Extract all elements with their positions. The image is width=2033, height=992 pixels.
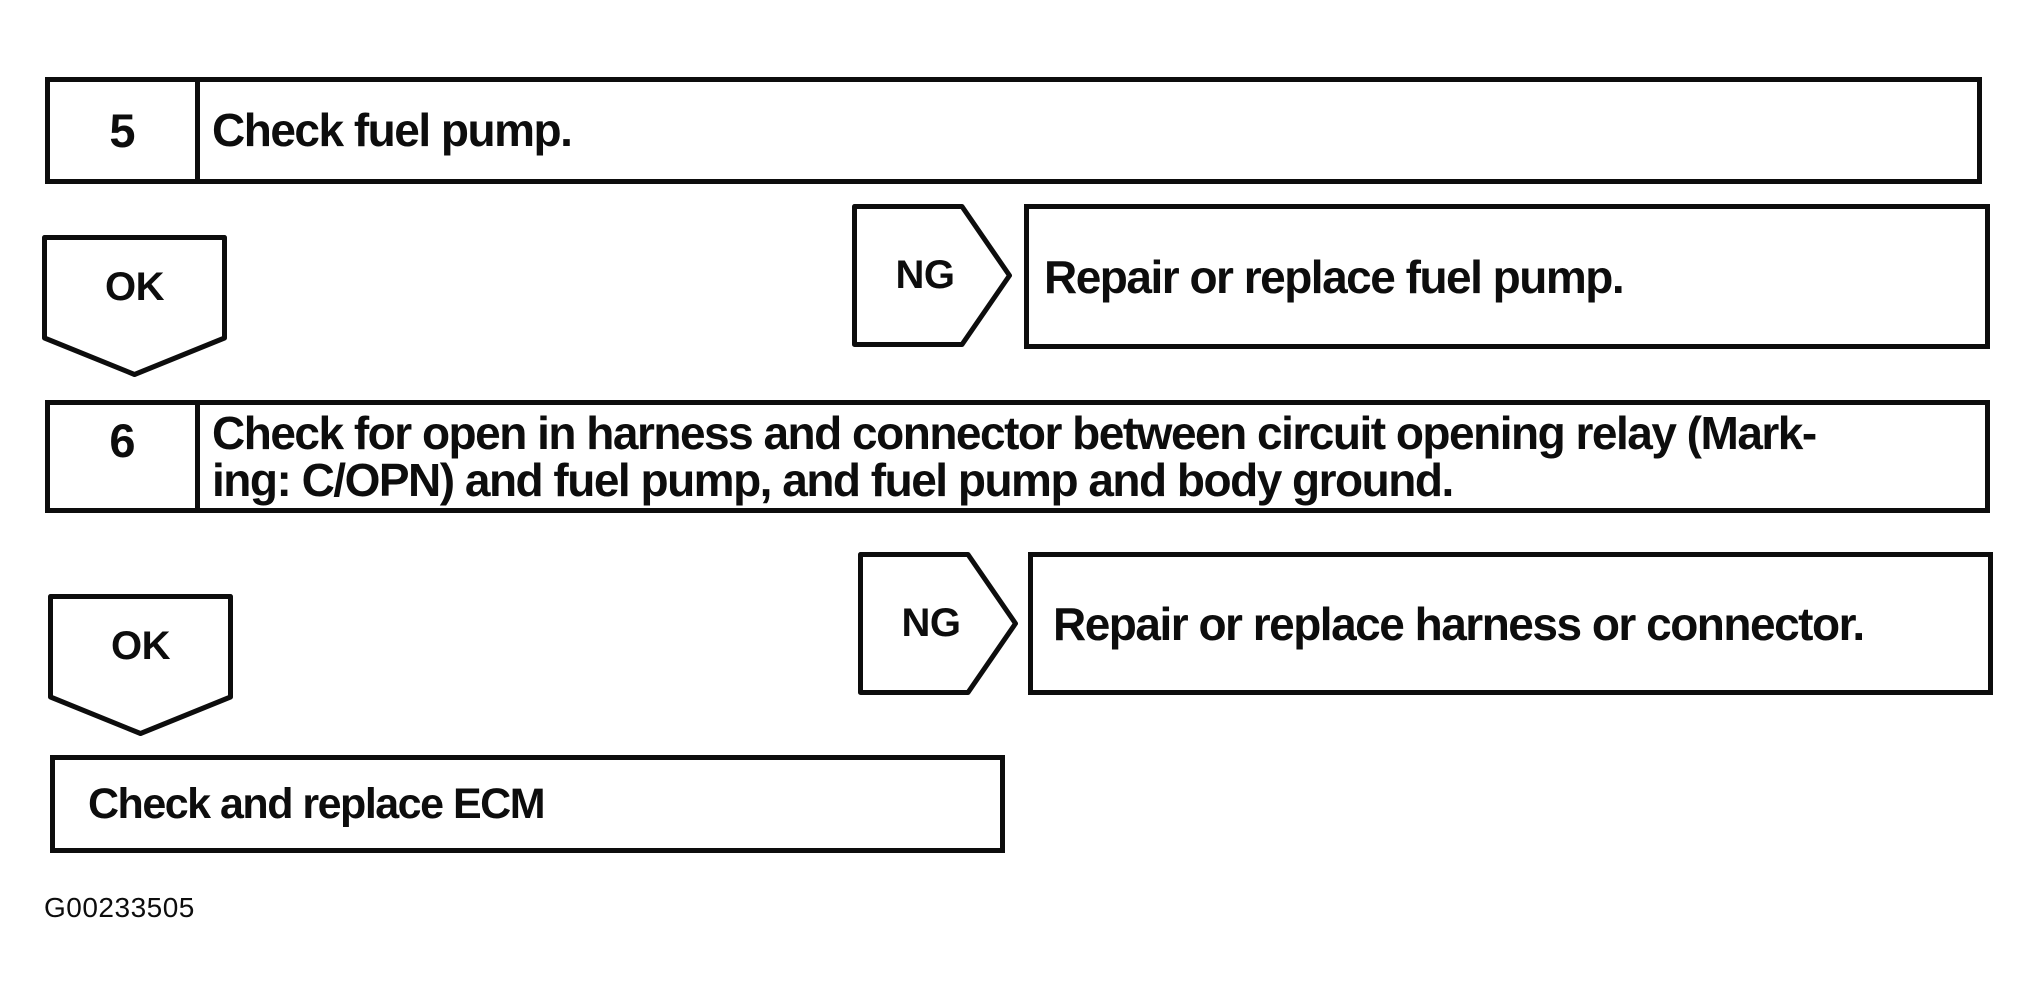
step-5-box: 5 Check fuel pump. bbox=[45, 77, 1982, 184]
result-text: Repair or replace harness or connector. bbox=[1053, 597, 1865, 650]
figure-id: G00233505 bbox=[44, 892, 195, 923]
ok-connector-step6: OK bbox=[48, 594, 233, 736]
ok-connector-step5: OK bbox=[42, 235, 227, 377]
step-6-number: 6 bbox=[50, 405, 200, 508]
ok-label: OK bbox=[105, 264, 165, 309]
ng-pentagon-right-shape bbox=[858, 552, 1018, 695]
step-6-instruction: Check for open in harness and connector … bbox=[200, 405, 1985, 508]
ok-label: OK bbox=[111, 623, 171, 668]
ng-label: NG bbox=[895, 253, 956, 297]
result-text: Check and replace ECM bbox=[88, 779, 546, 828]
step-5-instruction: Check fuel pump. bbox=[200, 82, 1977, 179]
step-6-instruction-line-2: ing: C/OPN) and fuel pump, and fuel pump… bbox=[212, 453, 1454, 506]
step-5-instruction-line: Check fuel pump. bbox=[212, 104, 573, 156]
ng-connector-step5: NG bbox=[852, 204, 1012, 347]
step-6-box: 6 Check for open in harness and connecto… bbox=[45, 400, 1990, 513]
step-5-number: 5 bbox=[50, 82, 200, 179]
result-box-repair-harness: Repair or replace harness or connector. bbox=[1028, 552, 1993, 695]
result-box-check-ecm: Check and replace ECM bbox=[50, 755, 1005, 853]
ok-pentagon-down-shape bbox=[42, 235, 227, 377]
ng-connector-step6: NG bbox=[858, 552, 1018, 695]
step-6-instruction-line-1: Check for open in harness and connector … bbox=[212, 406, 1817, 459]
ng-pentagon-right-shape bbox=[852, 204, 1012, 347]
ng-label: NG bbox=[901, 601, 962, 645]
ok-pentagon-down-shape bbox=[48, 594, 233, 736]
result-text: Repair or replace fuel pump. bbox=[1044, 250, 1625, 303]
result-box-repair-fuel-pump: Repair or replace fuel pump. bbox=[1024, 204, 1990, 349]
